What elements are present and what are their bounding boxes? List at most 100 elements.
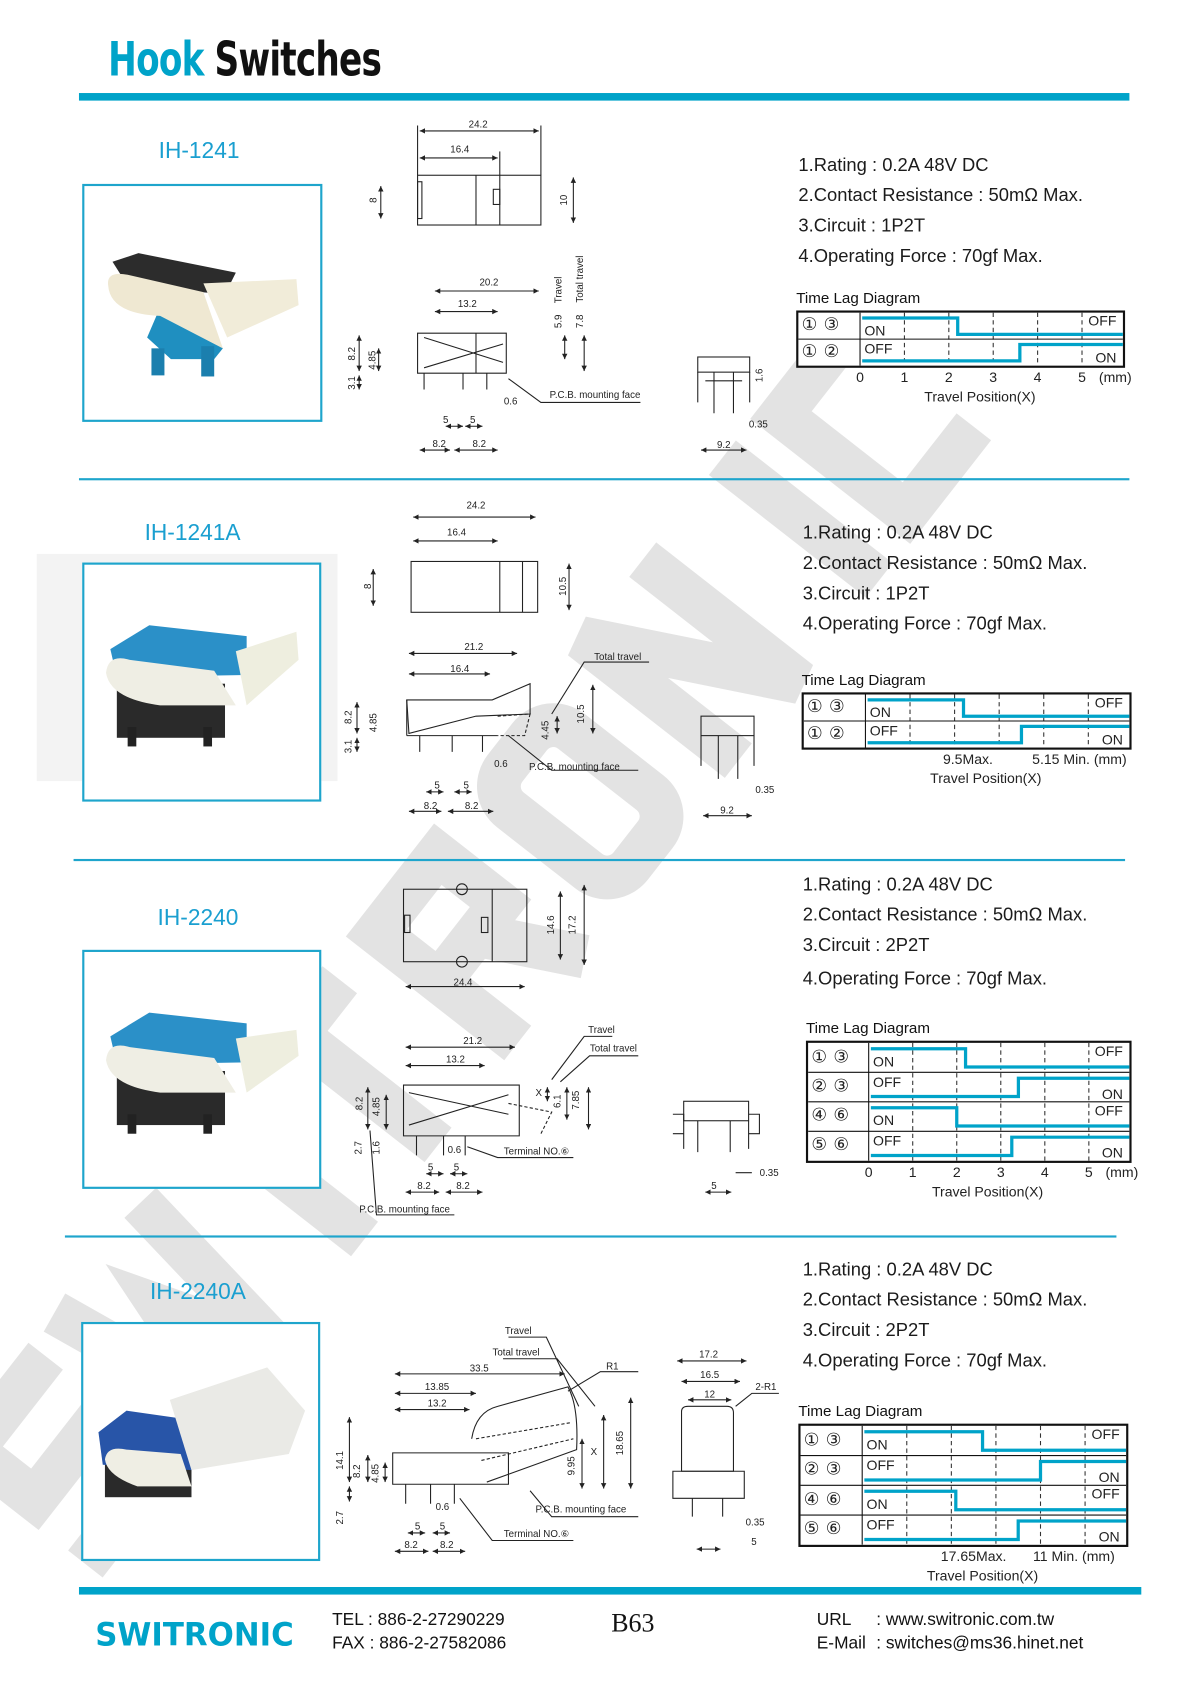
terminal-number: ②: [811, 1077, 827, 1096]
terminal-number: ③: [833, 1047, 849, 1067]
axis-tick-label: 2: [944, 368, 953, 386]
terminal-number: ①: [807, 698, 823, 717]
terminal-number: ⑤: [811, 1136, 827, 1155]
dimension-label: 8.2: [423, 800, 438, 812]
terminal-number: ②: [829, 724, 845, 743]
fax-number: FAX : 886-2-27582086: [332, 1634, 507, 1653]
terminal-number: ⑥: [833, 1106, 849, 1126]
dimension-label: 0.35: [748, 418, 768, 430]
dimension-label: 14.6: [545, 915, 557, 935]
time-lag-title: Time Lag Diagram: [796, 288, 921, 307]
dimension-label: 2.7: [334, 1510, 346, 1525]
dimension-label: 13.2: [457, 298, 477, 310]
state-label-start: OFF: [866, 1457, 895, 1474]
spec-list: 1.Rating : 0.2A 48V DC 2.Contact Resista…: [803, 1259, 1088, 1380]
dimension-label: 24.4: [453, 976, 473, 988]
dimension-label: Terminal NO.⑥: [503, 1528, 570, 1540]
page-number: B63: [611, 1609, 655, 1638]
dimension-label: 3.1: [346, 376, 357, 390]
dimension-label: 8.2: [342, 710, 354, 725]
model-label: IH-1241: [158, 138, 240, 164]
terminal-number: ①: [807, 724, 823, 743]
dimension-label: 20.2: [479, 276, 499, 288]
drawing-ih2240a: [346, 1336, 779, 1555]
dimension-label: 14.1: [334, 1450, 346, 1470]
state-label-end: OFF: [1094, 1102, 1123, 1119]
terminal-number: ①: [801, 316, 818, 335]
spec-circuit: 3.Circuit : 2P2T: [802, 1319, 930, 1341]
tel-number: TEL : 886-2-27290229: [332, 1610, 505, 1630]
state-label-end: ON: [1095, 349, 1117, 366]
dimension-label: 13.2: [445, 1053, 465, 1065]
dimension-label: 4.85: [366, 350, 378, 370]
terminal-number: ⑥: [825, 1520, 842, 1539]
state-label-start: OFF: [866, 1516, 895, 1534]
state-label-start: OFF: [869, 722, 898, 739]
dimension-label: 4.85: [371, 1097, 382, 1117]
dimension-label: 0.6: [503, 395, 518, 407]
model-label: IH-1241A: [144, 520, 241, 546]
spec-list: 1.Rating : 0.2A 48V DC 2.Contact Resista…: [803, 874, 1088, 998]
dimension-label: 13.2: [427, 1397, 447, 1409]
spec-rating: 1.Rating : 0.2A 48V DC: [798, 154, 989, 176]
dimension-label: 16.4: [450, 663, 470, 674]
spec-contact-resistance: 2.Contact Resistance : 50mΩ Max.: [802, 1289, 1088, 1311]
axis-tick-label: 9.5Max.: [942, 750, 993, 767]
time-lag-plot: [798, 312, 1123, 366]
state-label-start: ON: [869, 704, 891, 721]
contact-state-line: [870, 1047, 1130, 1069]
model-label: IH-2240: [157, 905, 239, 931]
dimension-label: 8.2: [417, 1180, 431, 1192]
terminal-number: ①: [811, 1047, 827, 1067]
terminal-number: ①: [803, 1430, 820, 1450]
dimension-label: P.C.B. mounting face: [529, 761, 620, 773]
dimension-label: Total travel: [594, 651, 642, 663]
dimension-label: 7.8: [574, 314, 586, 329]
dimension-label: 5: [439, 1521, 446, 1532]
dimension-label: 9.95: [565, 1456, 577, 1476]
dimension-label: Total travel: [589, 1042, 637, 1054]
contact-state-line: [864, 1459, 1127, 1482]
section-divider: [73, 858, 1126, 862]
email-link[interactable]: : switches@ms36.hinet.net: [876, 1634, 1084, 1653]
axis-tick-label: 5: [1084, 1164, 1093, 1181]
website-link[interactable]: : www.switronic.com.tw: [876, 1610, 1055, 1630]
contact-state-line: [862, 342, 1123, 363]
dimension-label: 5: [470, 414, 476, 426]
state-label-end: ON: [1101, 731, 1123, 748]
contact-state-line: [867, 724, 1130, 745]
dimension-label: X: [590, 1446, 598, 1458]
spec-list: 1.Rating : 0.2A 48V DC 2.Contact Resista…: [803, 523, 1088, 644]
drawing-ih2240: [365, 883, 760, 1216]
state-label-start: OFF: [873, 1133, 902, 1150]
dimension-label: 4.85: [367, 713, 379, 733]
axis-tick-label: 5.15 Min. (mm): [1032, 750, 1127, 767]
dimension-label: R1: [606, 1360, 619, 1372]
dimension-label: 8: [362, 583, 374, 590]
contact-state-line: [862, 316, 1123, 336]
spec-circuit: 3.Circuit : 1P2T: [798, 215, 926, 236]
dimension-label: 9.2: [720, 804, 734, 816]
state-label-end: OFF: [1091, 1426, 1120, 1443]
dimension-label: P.C.B. mounting face: [535, 1503, 627, 1515]
dimension-label: 33.5: [469, 1363, 489, 1374]
dimension-label: 5: [453, 1161, 460, 1173]
axis-tick-label: (mm): [1105, 1164, 1139, 1181]
terminal-number: ②: [823, 342, 840, 362]
product-photo: [82, 562, 322, 802]
dimension-label: 5: [463, 779, 469, 791]
dimension-label: 12: [704, 1389, 716, 1400]
axis-title: Travel Position(X): [924, 388, 1036, 405]
